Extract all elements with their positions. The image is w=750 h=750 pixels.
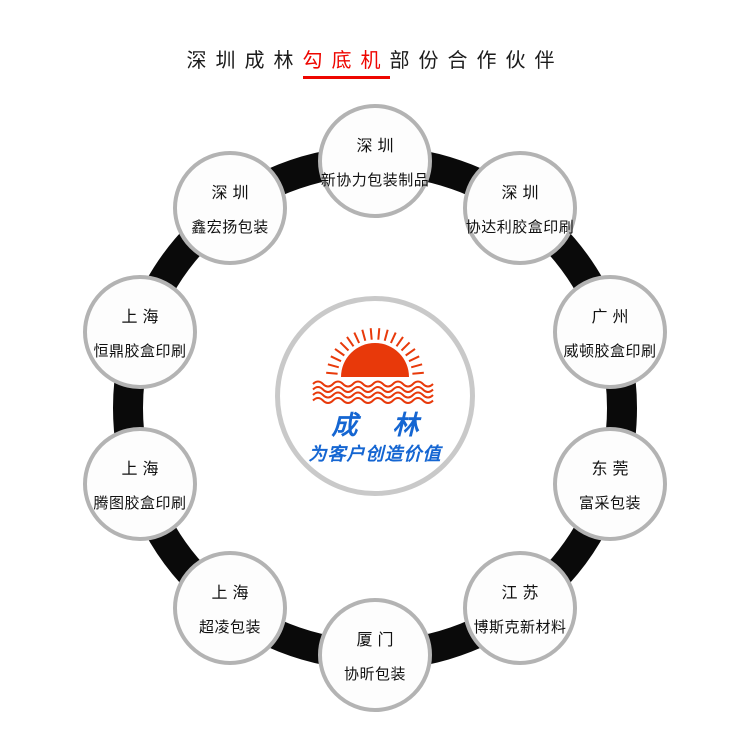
title-highlight: 勾底机: [302, 48, 390, 79]
partner-city: 深 圳: [501, 183, 539, 202]
partner-name: 威顿胶盒印刷: [563, 342, 657, 360]
page-title: 深圳成林勾底机部份合作伙伴: [0, 44, 750, 79]
partner-name: 恒鼎胶盒印刷: [93, 342, 187, 360]
partner-circle: 上 海 恒鼎胶盒印刷: [83, 275, 197, 389]
title-suffix: 部份合作伙伴: [389, 48, 564, 72]
partner-city: 上 海: [121, 307, 159, 326]
partner-city: 深 圳: [211, 183, 249, 202]
partner-city: 深 圳: [356, 136, 394, 155]
partner-city: 上 海: [121, 459, 159, 478]
partner-city: 广 州: [591, 307, 629, 326]
partner-city: 上 海: [211, 583, 249, 602]
partner-city: 东 莞: [591, 459, 629, 478]
partner-circle: 深 圳 鑫宏扬包装: [173, 151, 287, 265]
title-prefix: 深圳成林: [186, 48, 303, 72]
partner-circle: 厦 门 协昕包装: [318, 598, 432, 712]
partner-circle: 广 州 威顿胶盒印刷: [553, 275, 667, 389]
partner-circle: 上 海 腾图胶盒印刷: [83, 427, 197, 541]
partner-name: 腾图胶盒印刷: [93, 494, 187, 512]
partner-name: 协昕包装: [343, 665, 406, 683]
partner-name: 新协力包装制品: [320, 171, 430, 189]
sun-over-waves-icon: [312, 328, 434, 404]
partner-circle: 深 圳 协达利胶盒印刷: [463, 151, 577, 265]
partner-city: 厦 门: [356, 630, 394, 649]
partner-name: 博斯克新材料: [473, 618, 567, 636]
partner-name: 鑫宏扬包装: [191, 218, 269, 236]
partner-name: 协达利胶盒印刷: [465, 218, 575, 236]
partner-circle: 东 莞 富采包装: [553, 427, 667, 541]
partner-name: 超凌包装: [198, 618, 261, 636]
partner-circle: 上 海 超凌包装: [173, 551, 287, 665]
partner-name: 富采包装: [578, 494, 641, 512]
partner-city: 江 苏: [501, 583, 539, 602]
partner-circle: 江 苏 博斯克新材料: [463, 551, 577, 665]
logo-company-name: 成 林: [331, 410, 419, 441]
partner-circle: 深 圳 新协力包装制品: [318, 104, 432, 218]
center-logo-circle: 成 林 为客户创造价值: [275, 296, 475, 496]
logo-slogan: 为客户创造价值: [308, 443, 442, 465]
